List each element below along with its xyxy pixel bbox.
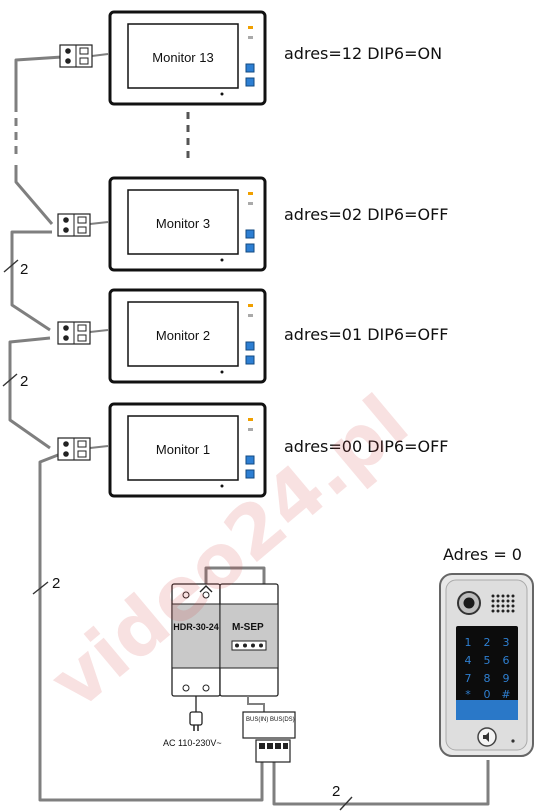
wire-monitor1-to-bus xyxy=(38,453,264,802)
key-4[interactable]: 4 xyxy=(465,654,472,667)
wire-count-label-1: 2 xyxy=(20,261,28,278)
terminal-block-monitor2 xyxy=(57,321,91,345)
speaker-grille-icon xyxy=(491,594,515,613)
power-supply-unit: HDR-30-24 xyxy=(171,583,221,697)
bus-wiring xyxy=(8,55,490,806)
bus-module-model: M-SEP xyxy=(232,622,264,633)
key-5[interactable]: 5 xyxy=(484,654,491,667)
monitor-leads xyxy=(89,53,109,449)
power-supply-model: HDR-30-24 xyxy=(173,622,219,632)
monitor-3-config: adres=02 DIP6=OFF xyxy=(284,205,449,224)
monitor-3: Monitor 3 xyxy=(108,176,267,272)
key-1[interactable]: 1 xyxy=(465,636,472,649)
wire-count-ticks xyxy=(2,259,353,811)
call-button-bell-icon xyxy=(483,732,489,742)
key-8[interactable]: 8 xyxy=(484,672,491,685)
keypad-panel xyxy=(456,626,518,720)
wire-count-label-4: 2 xyxy=(332,783,340,800)
status-led xyxy=(511,739,515,743)
wire-psu-loop xyxy=(204,566,266,590)
monitor-2: Monitor 2 xyxy=(108,288,267,384)
wire-monitor13-riser xyxy=(14,55,63,112)
key-hash[interactable]: # xyxy=(501,688,510,701)
terminal-block-monitor1 xyxy=(57,437,91,461)
psu-output-lug xyxy=(199,585,213,593)
key-9[interactable]: 9 xyxy=(503,672,510,685)
terminal-block-monitor3 xyxy=(57,213,91,237)
bus-module-unit: M-SEP xyxy=(219,583,279,697)
bus-output-connector: BUS(IN) BUS(DS) xyxy=(242,711,296,763)
key-6[interactable]: 6 xyxy=(503,654,510,667)
key-star[interactable]: * xyxy=(465,688,471,701)
key-0[interactable]: 0 xyxy=(484,688,491,701)
monitor-1-config: adres=00 DIP6=OFF xyxy=(284,437,449,456)
wire-riser-to-monitor3 xyxy=(14,165,54,225)
wire-count-label-2: 2 xyxy=(20,373,28,390)
wire-bus-to-door-station xyxy=(272,760,490,806)
keypad-keys: 1 2 3 4 5 6 7 8 9 * 0 # xyxy=(465,636,511,701)
monitor-2-label: Monitor 2 xyxy=(156,328,210,343)
mains-plug-icon xyxy=(189,696,203,731)
monitor-1-label: Monitor 1 xyxy=(156,442,210,457)
power-input-label: AC 110-230V~ xyxy=(163,738,222,748)
key-3[interactable]: 3 xyxy=(503,636,510,649)
wire-count-label-3: 2 xyxy=(52,575,60,592)
monitor-3-label: Monitor 3 xyxy=(156,216,210,231)
monitor-2-config: adres=01 DIP6=OFF xyxy=(284,325,449,344)
door-station-address: Adres = 0 xyxy=(443,545,522,564)
key-7[interactable]: 7 xyxy=(465,672,472,685)
monitor-1: Monitor 1 xyxy=(108,402,267,498)
key-2[interactable]: 2 xyxy=(484,636,491,649)
bus-module-cable xyxy=(247,696,265,712)
terminal-block-monitor13 xyxy=(59,44,93,68)
bus-port-ds-label: BUS(DS) xyxy=(270,717,295,723)
wire-monitor3-to-monitor2 xyxy=(10,230,52,332)
wire-monitor2-to-monitor1 xyxy=(8,336,51,450)
door-station: 1 2 3 4 5 6 7 8 9 * 0 # xyxy=(439,573,534,757)
card-reader-strip xyxy=(456,700,518,720)
bus-port-in-label: BUS(IN) xyxy=(246,717,268,723)
monitor-13-label: Monitor 13 xyxy=(152,50,213,65)
monitor-13: Monitor 13 xyxy=(108,10,267,106)
monitor-13-config: adres=12 DIP6=ON xyxy=(284,44,442,63)
